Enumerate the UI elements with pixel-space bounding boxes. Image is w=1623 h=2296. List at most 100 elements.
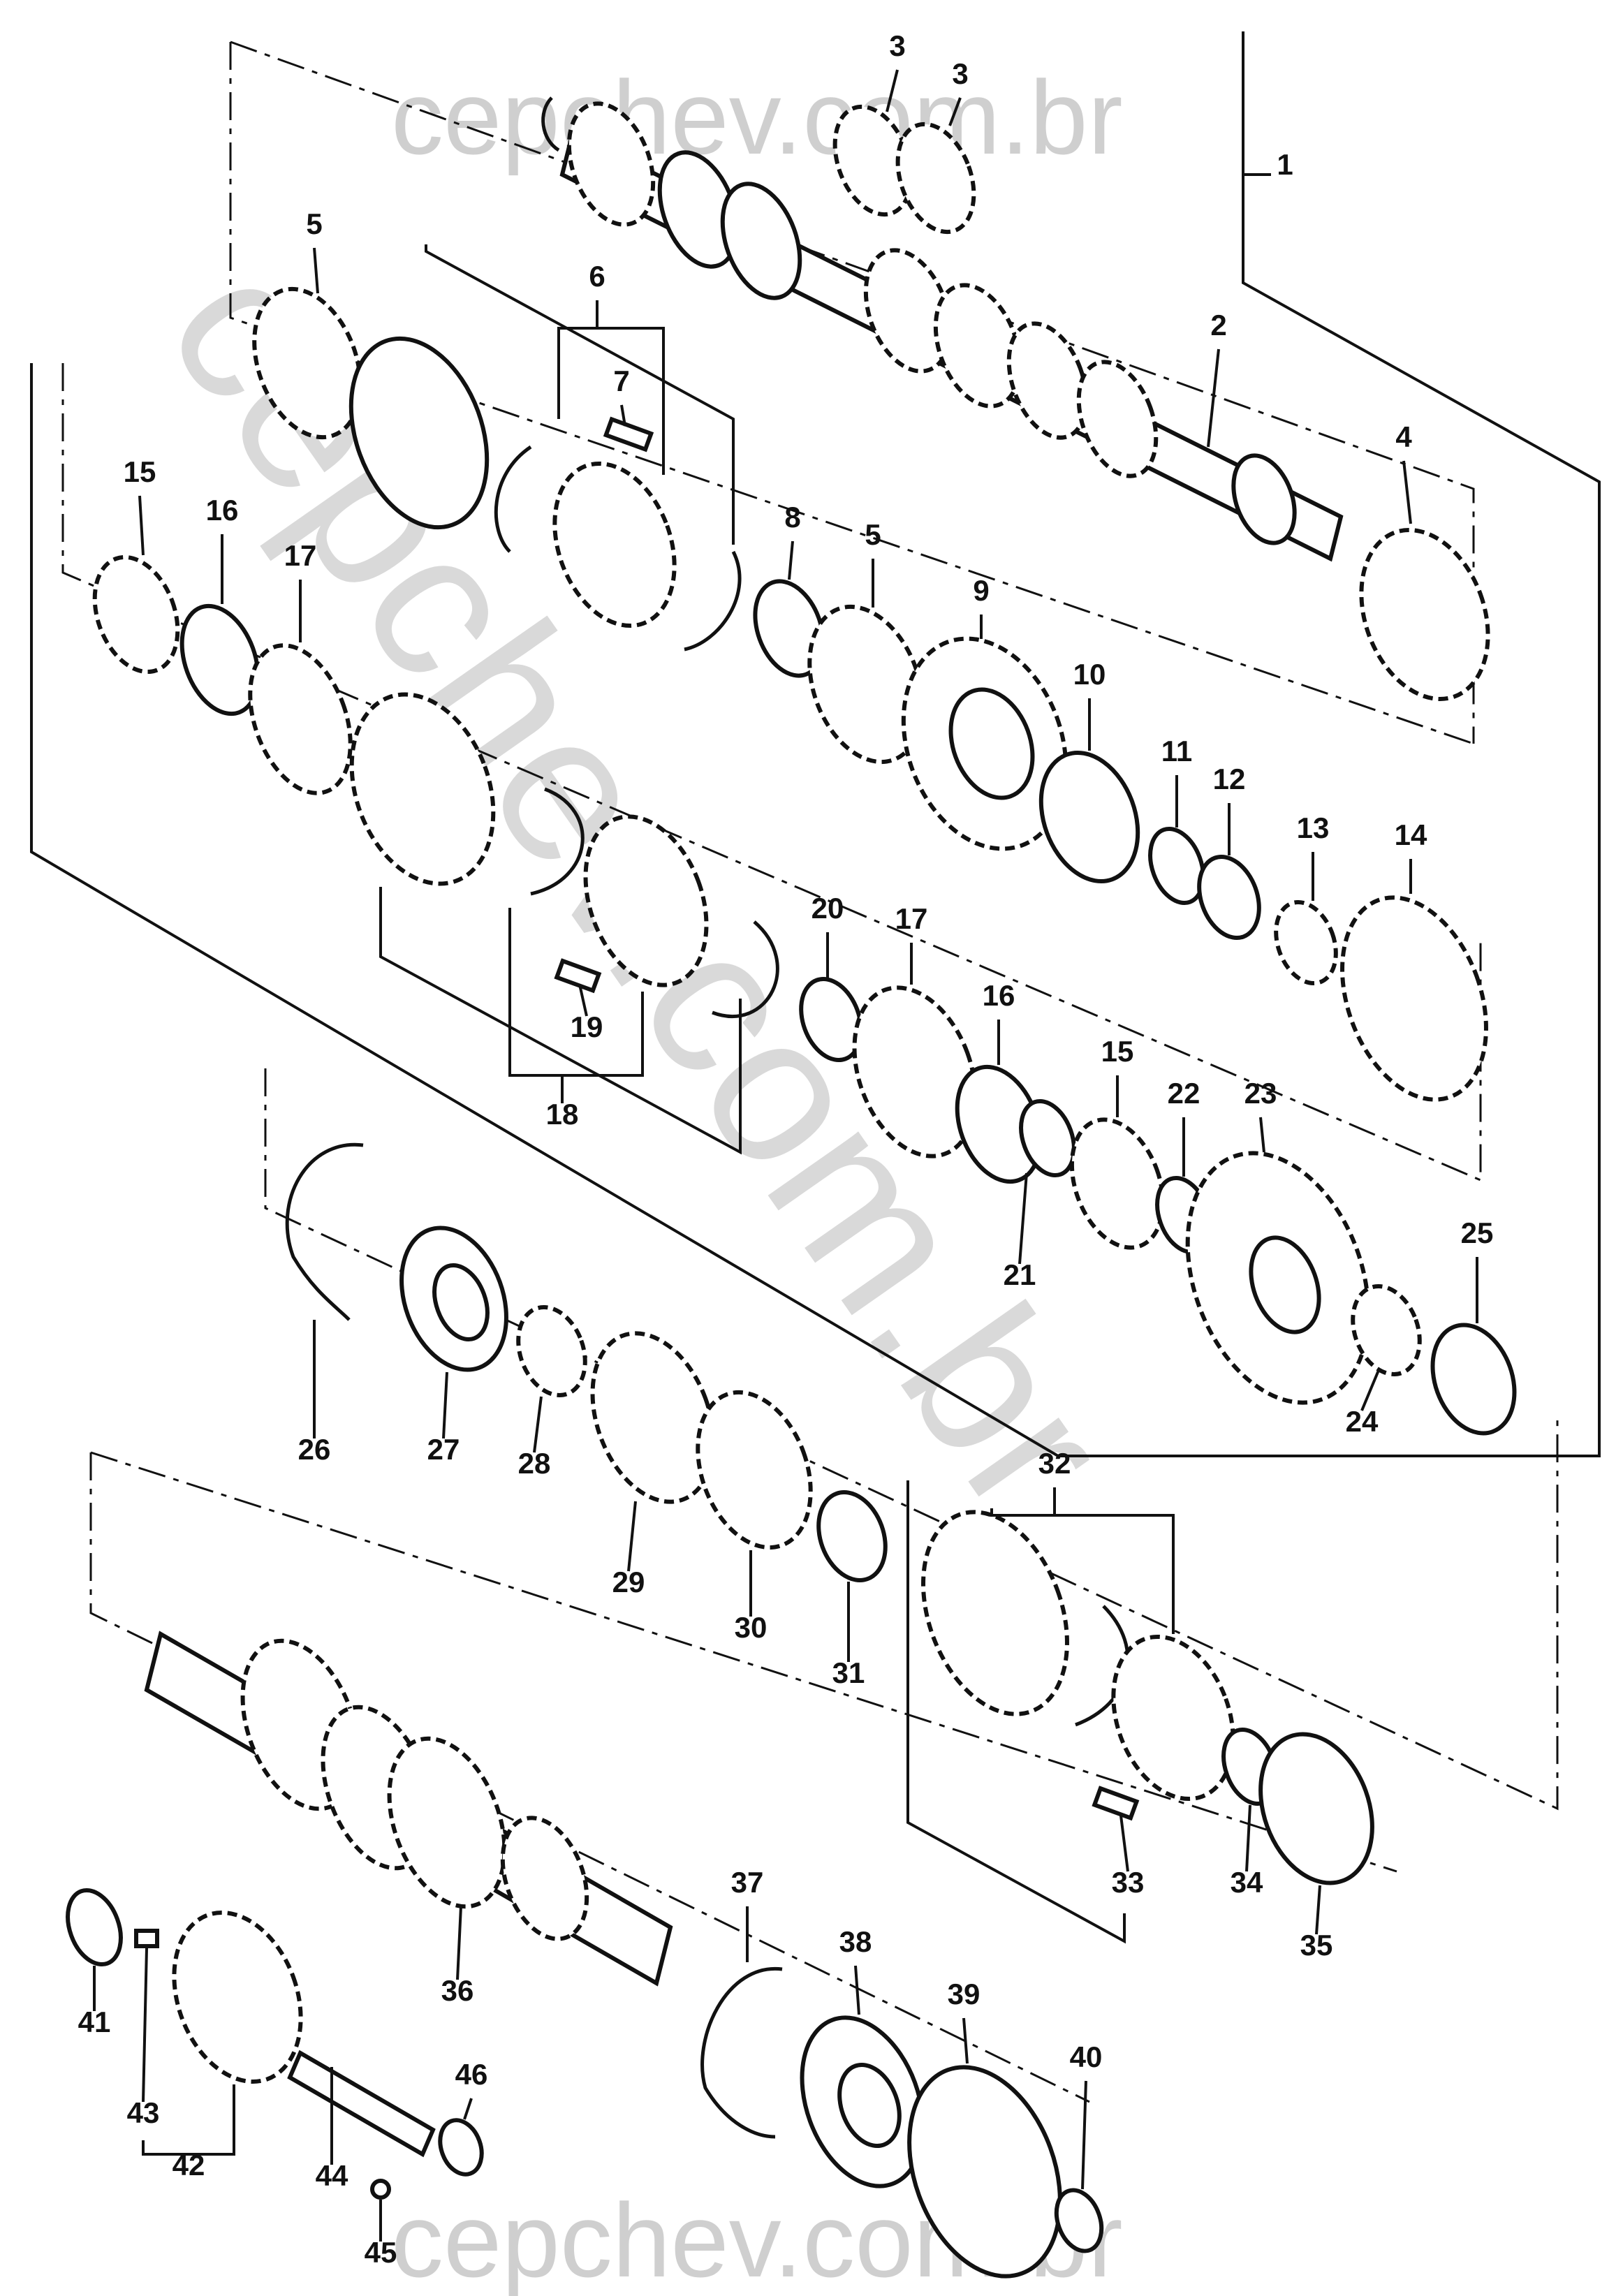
mainshaft-2 — [541, 96, 1344, 562]
callout-43: 43 — [127, 2096, 160, 2129]
callout-27: 27 — [427, 1433, 460, 1466]
sleeve-18 — [349, 692, 496, 886]
washer-25 — [1430, 1323, 1517, 1436]
callout-18: 18 — [546, 1098, 579, 1131]
callout-42: 42 — [172, 2149, 205, 2181]
frame-mainshaft-assembly — [30, 31, 1601, 1457]
callout-8: 8 — [784, 501, 800, 533]
ring-20 — [799, 976, 863, 1063]
gear-29 — [590, 1331, 716, 1504]
watermark-top: cepchev.com.br — [391, 59, 1123, 176]
ball-45 — [370, 2179, 391, 2200]
callout-17b: 17 — [895, 902, 928, 935]
washer-41 — [66, 1887, 123, 1967]
needle-bearings-3 — [832, 104, 976, 235]
axis-lower — [264, 1068, 1559, 1811]
hub-32 — [1111, 1634, 1235, 1802]
snap-ring-26 — [285, 1142, 364, 1321]
sleeve-32 — [921, 1510, 1069, 1716]
callout-11: 11 — [1161, 735, 1192, 767]
axis-bottom-2 — [90, 1451, 1397, 1873]
callout-35: 35 — [1300, 1929, 1333, 1962]
ring-8 — [753, 579, 825, 678]
bearing-35 — [1258, 1732, 1374, 1885]
callout-39: 39 — [948, 1978, 981, 2010]
callout-14: 14 — [1395, 818, 1427, 851]
callout-5a: 5 — [306, 207, 322, 240]
callout-2: 2 — [1210, 309, 1226, 341]
synchro-ring-30 — [696, 1390, 813, 1550]
callout-5b: 5 — [865, 518, 881, 551]
callout-28: 28 — [518, 1447, 551, 1480]
spring-18b — [712, 920, 779, 1018]
callout-22: 22 — [1168, 1077, 1200, 1110]
callout-4: 4 — [1395, 420, 1412, 453]
callout-24: 24 — [1346, 1405, 1379, 1438]
synchro-ring-17a — [248, 643, 353, 795]
callout-45: 45 — [365, 2236, 397, 2269]
needle-bearing-28 — [516, 1305, 587, 1397]
lower-row-parts — [285, 1142, 1374, 1885]
pin-43 — [134, 1929, 159, 1948]
spring-18a — [530, 787, 585, 896]
callout-26: 26 — [298, 1433, 331, 1466]
callout-32: 32 — [1038, 1447, 1071, 1480]
callout-46: 46 — [455, 2058, 488, 2091]
synchro-ring-17b — [852, 985, 978, 1158]
sleeve-6 — [348, 336, 490, 530]
bottom-row-parts — [66, 1631, 1104, 2279]
synchro-ring-5a — [252, 286, 362, 440]
callout-21: 21 — [1004, 1258, 1036, 1291]
synchro-ring-15b — [1069, 1117, 1166, 1250]
middle-row-parts — [92, 554, 1517, 1436]
ring-21 — [1019, 1098, 1076, 1178]
gear-14 — [1340, 895, 1488, 1102]
spring-6a — [494, 445, 532, 553]
callout-38: 38 — [839, 1925, 872, 1958]
leader-lines — [93, 69, 1478, 2242]
callout-30: 30 — [735, 1611, 768, 1644]
gear-4 — [1359, 527, 1490, 702]
callout-10: 10 — [1073, 658, 1106, 691]
ring-12 — [1197, 854, 1261, 941]
callout-3b: 3 — [952, 57, 968, 90]
ring-16a — [179, 603, 260, 716]
needle-bearing-13 — [1274, 899, 1338, 986]
reverse-gear-42 — [172, 1910, 303, 2084]
needle-bearing-24 — [1351, 1284, 1422, 1376]
callout-36: 36 — [441, 1974, 474, 2007]
key-19 — [554, 958, 602, 994]
callout-3a: 3 — [889, 29, 905, 62]
ring-40 — [1054, 2188, 1104, 2253]
bushing-31 — [816, 1490, 888, 1582]
hub-6 — [552, 461, 677, 628]
hub-18 — [583, 814, 709, 987]
gear-39 — [907, 2065, 1062, 2279]
callout-1: 1 — [1277, 148, 1293, 181]
washer-46 — [438, 2118, 484, 2177]
callout-13: 13 — [1297, 811, 1330, 844]
callout-25: 25 — [1461, 1216, 1494, 1249]
callout-9: 9 — [973, 574, 989, 607]
callout-44: 44 — [316, 2159, 348, 2192]
synchro-ring-15a — [92, 554, 180, 675]
callout-6: 6 — [589, 260, 605, 293]
callout-37: 37 — [731, 1866, 764, 1899]
snap-ring-37 — [700, 1966, 783, 2139]
callout-33: 33 — [1112, 1866, 1145, 1899]
upper-row-parts — [252, 286, 1490, 1102]
reverse-shaft-44 — [287, 2050, 436, 2158]
synchro-ring-5b — [807, 604, 925, 765]
ring-11 — [1148, 826, 1205, 906]
callout-31: 31 — [832, 1656, 865, 1689]
callout-16b: 16 — [983, 979, 1015, 1012]
callout-15b: 15 — [1101, 1035, 1134, 1068]
callout-19: 19 — [571, 1010, 603, 1043]
callout-17a: 17 — [284, 539, 317, 572]
callout-16a: 16 — [206, 494, 239, 527]
callout-7: 7 — [613, 365, 629, 397]
key-33 — [1092, 1786, 1140, 1821]
callout-29: 29 — [612, 1566, 645, 1598]
